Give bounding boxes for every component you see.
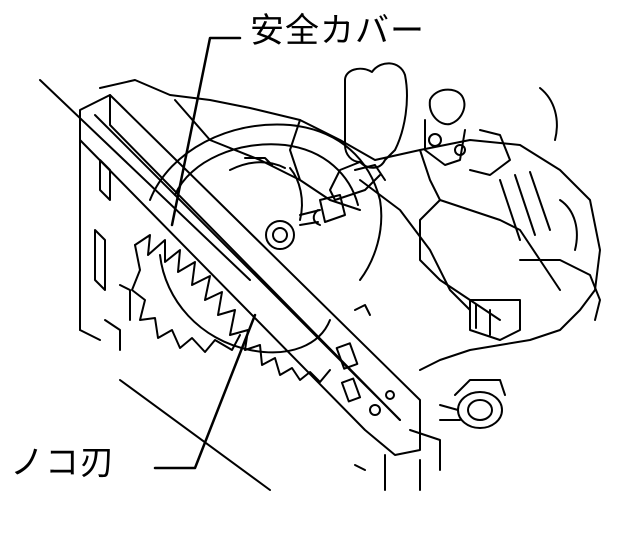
safety-cover-leader	[172, 38, 240, 225]
leader-lines	[155, 38, 255, 468]
safety-cover-label: 安全カバー	[250, 11, 425, 51]
hand-on-lever	[300, 63, 407, 225]
base-plate	[40, 80, 440, 490]
saw-blade	[132, 235, 330, 382]
safety-cover	[150, 124, 381, 280]
saw-blade-leader	[155, 315, 255, 468]
saw-blade-label: ノコ刃	[10, 443, 115, 483]
